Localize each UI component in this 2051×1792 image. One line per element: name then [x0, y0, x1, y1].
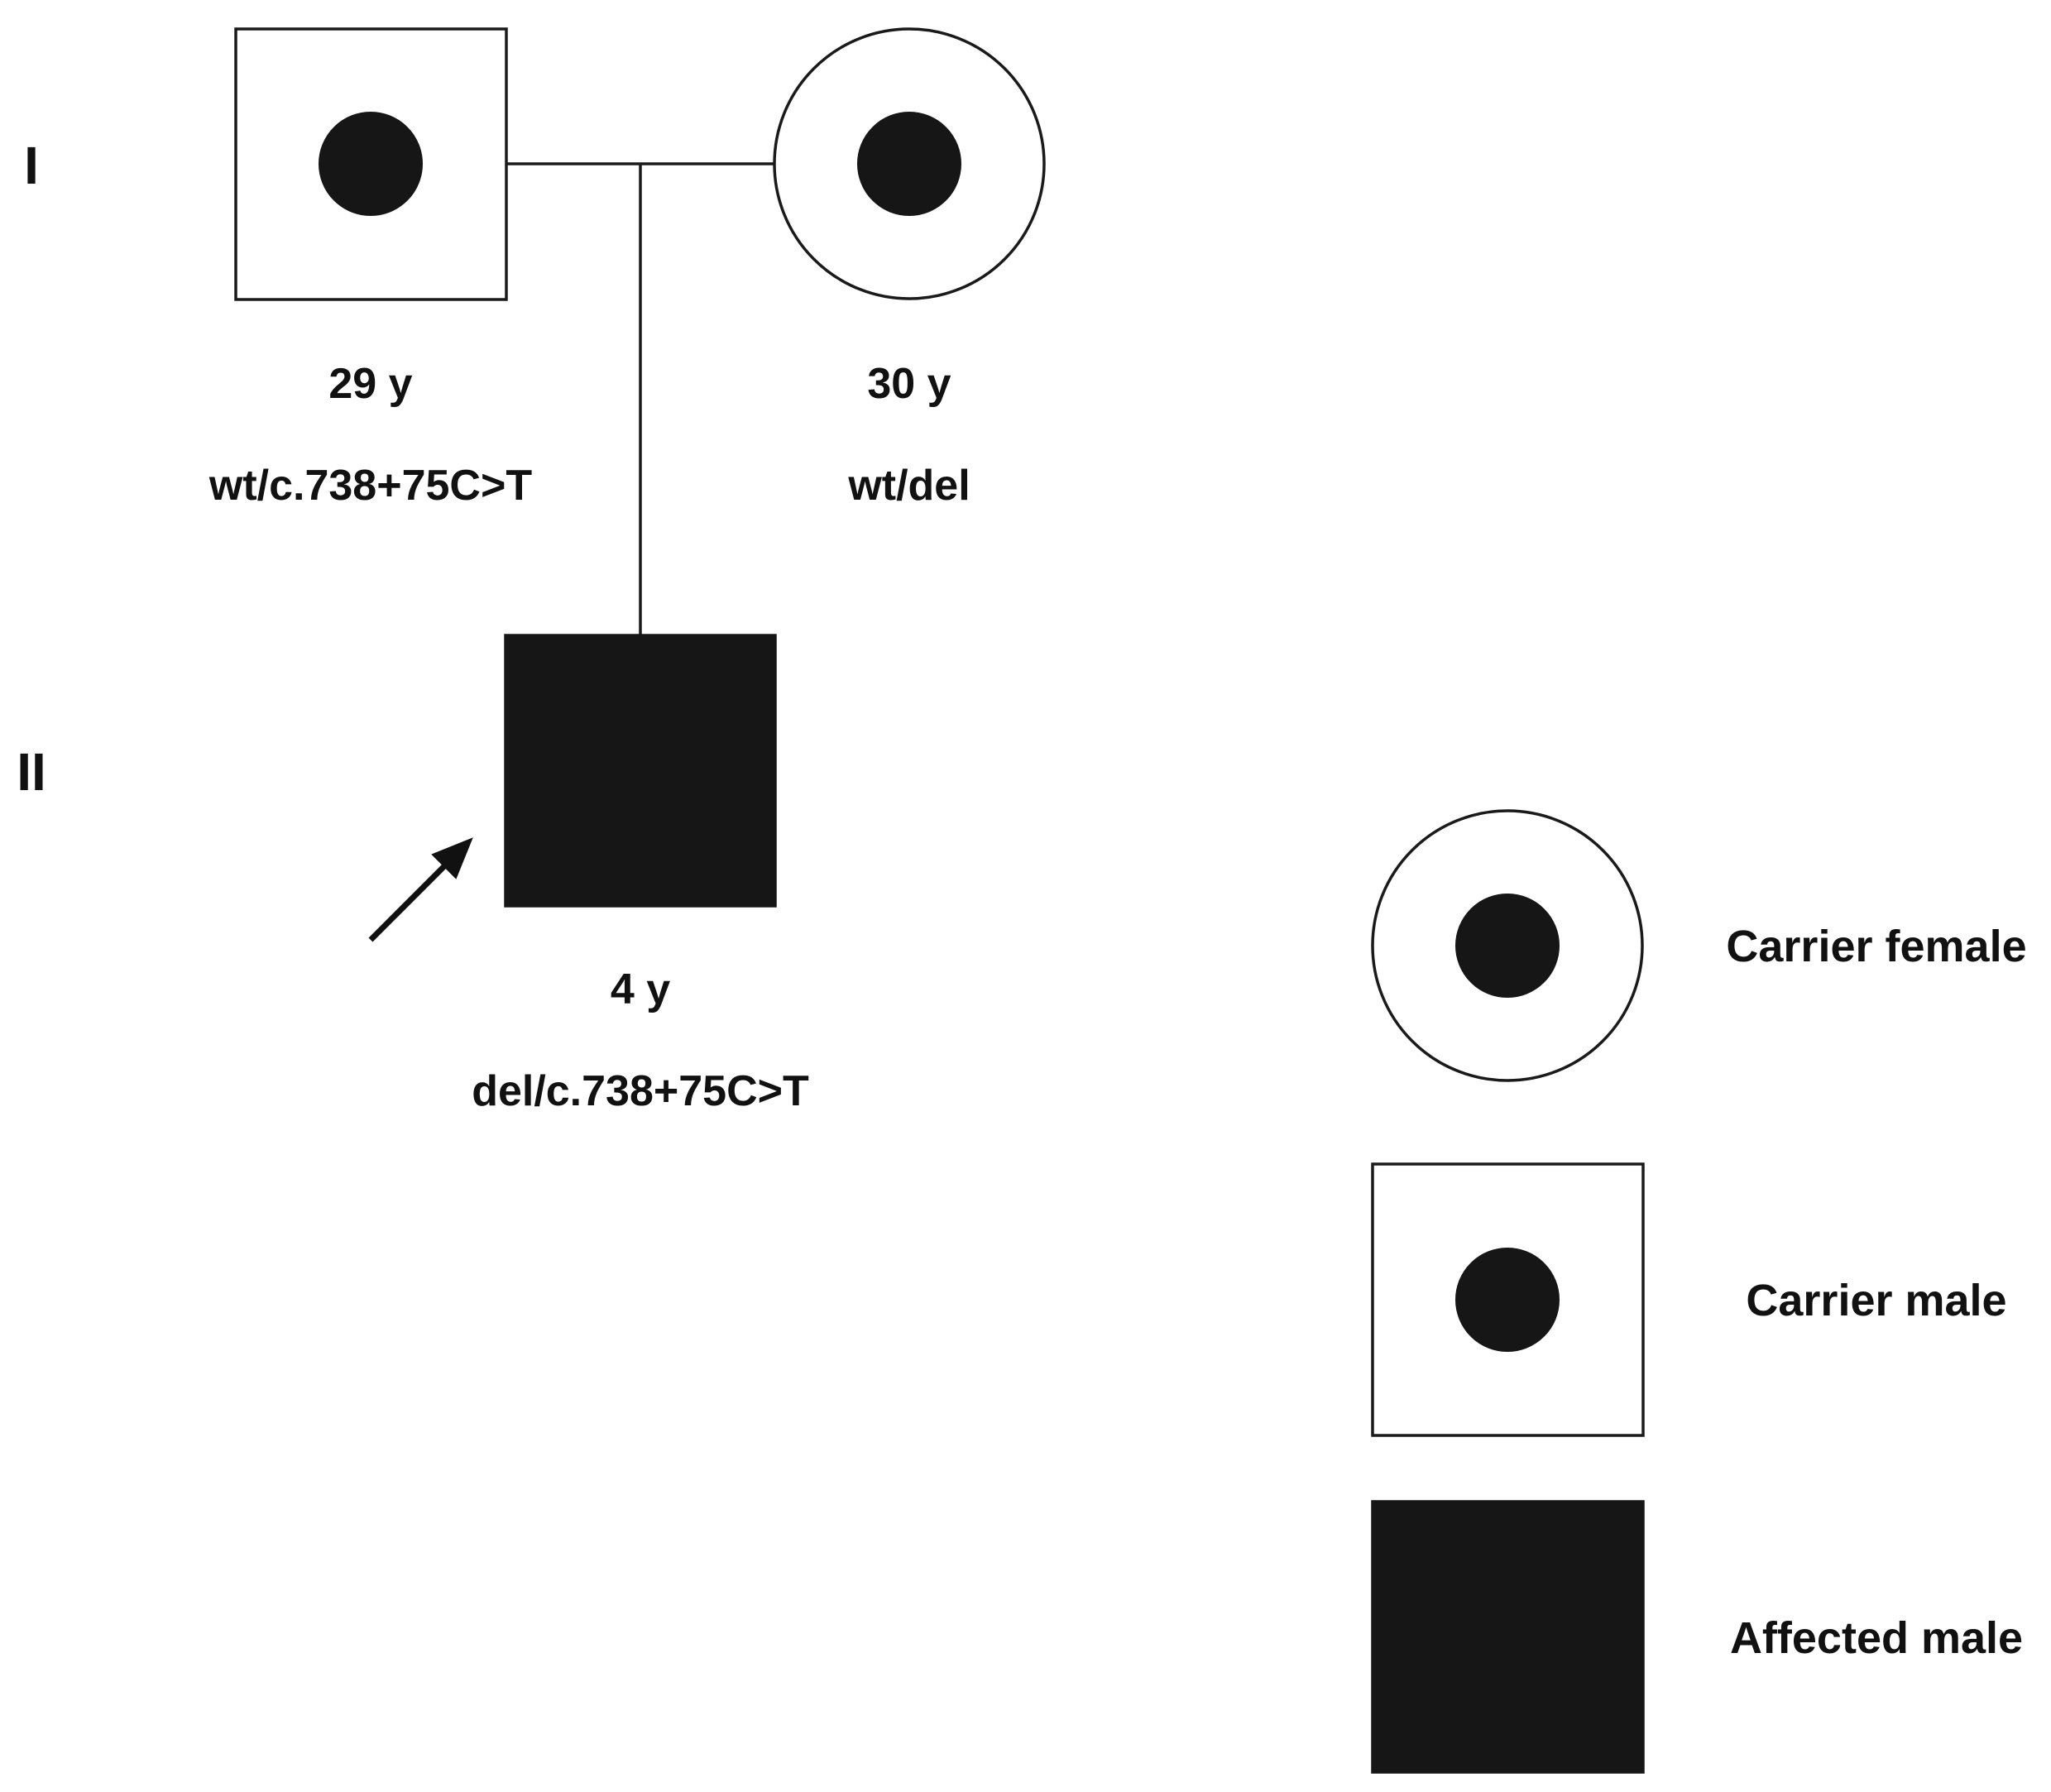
father-carrier-dot [319, 112, 423, 216]
generation-label-ii: II [17, 742, 46, 802]
legend-label-carrier-male: Carrier male [1746, 1276, 2006, 1325]
legend-carrier-female-dot [1455, 894, 1560, 998]
proband-square [504, 634, 777, 908]
legend-label-carrier-female: Carrier female [1726, 922, 2026, 971]
mother-symbol [773, 27, 1046, 300]
mother-genotype: wt/del [847, 462, 970, 510]
proband-age: 4 y [611, 965, 670, 1013]
generation-label-i: I [24, 136, 39, 195]
legend-carrier-male: Carrier male [1371, 1162, 2007, 1437]
father-age: 29 y [328, 360, 412, 408]
legend-label-affected-male: Affected male [1730, 1613, 2023, 1663]
father-genotype: wt/c.738+75C>T [208, 462, 532, 510]
father-symbol [234, 27, 508, 301]
legend-carrier-female: Carrier female [1371, 809, 2027, 1082]
mother-carrier-dot [857, 112, 961, 216]
legend-carrier-male-dot [1455, 1248, 1560, 1352]
mother-age: 30 y [867, 360, 951, 408]
legend: Carrier female Carrier male Affected mal… [1371, 809, 2027, 1774]
legend-affected-male-square [1371, 1500, 1645, 1774]
proband-genotype: del/c.738+75C>T [472, 1067, 809, 1115]
legend-affected-male: Affected male [1371, 1500, 2023, 1774]
proband-arrow-icon [368, 837, 473, 942]
